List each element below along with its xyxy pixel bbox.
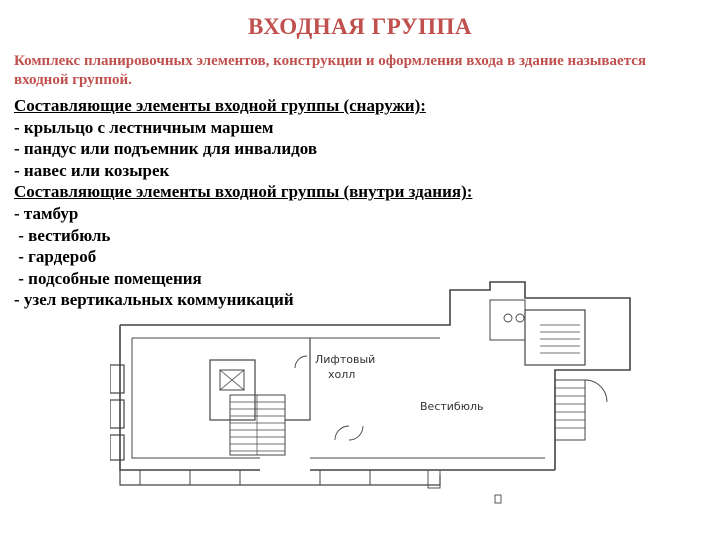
- inside-heading: Составляющие элементы входной группы (вн…: [14, 182, 473, 202]
- floor-plan-drawing: Лифтовый холл Вестибюль: [110, 281, 631, 504]
- inside-item: - узел вертикальных коммуникаций: [14, 290, 294, 310]
- page-title: ВХОДНАЯ ГРУППА: [247, 14, 473, 39]
- plan-outer-wall: [120, 281, 631, 470]
- plan-label-lift-hall: холл: [328, 368, 355, 381]
- outside-item: - крыльцо с лестничным маршем: [14, 117, 274, 137]
- intro-text: Комплекс планировочных элементов, констр…: [14, 53, 647, 88]
- outside-heading: Составляющие элементы входной группы (сн…: [14, 96, 426, 115]
- plan-outer-wall: [119, 325, 260, 471]
- inside-item: - подсобные помещения: [14, 268, 202, 288]
- plan-label-vestibule: Вестибюль: [420, 400, 483, 413]
- components-list: Составляющие элементы входной группы (сн…: [14, 95, 654, 311]
- inside-item: - тамбур: [14, 203, 79, 223]
- inside-item: - гардероб: [14, 247, 97, 267]
- inside-item: - вестибюль: [14, 225, 111, 245]
- plan-label-lift-hall: Лифтовый: [315, 353, 375, 366]
- outside-item: - пандус или подъемник для инвалидов: [14, 139, 318, 159]
- outside-item: - навес или козырек: [14, 160, 170, 180]
